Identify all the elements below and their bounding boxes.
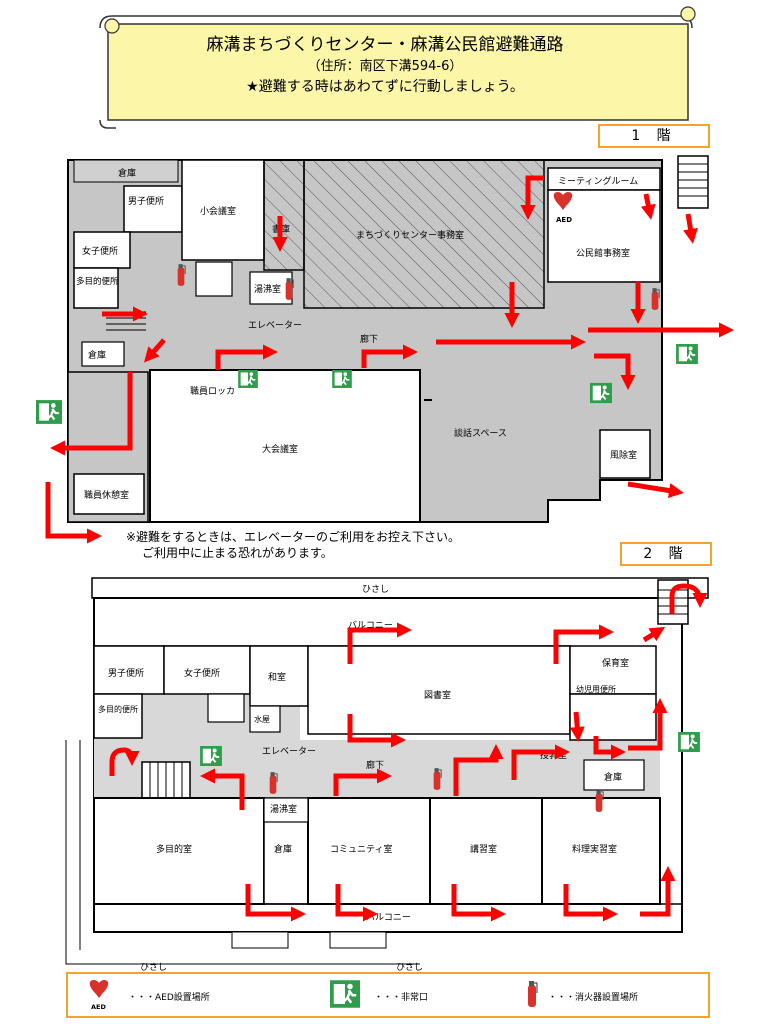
f2-evac-arrows: [109, 583, 708, 922]
f2-eaves-top: ひさし: [362, 584, 389, 595]
f1-corridor: 廊下: [360, 333, 378, 345]
f1-storage-left: 倉庫: [88, 349, 106, 361]
f2-elevator: エレベーター: [262, 746, 316, 757]
f1-small-meeting: 小会議室: [200, 205, 236, 217]
legend-extinguisher-label: ・・・消火器設置場所: [548, 993, 639, 1003]
elevator-warning-line1: ※避難をするときは、エレベーターのご利用をお控え下さい。: [126, 530, 461, 544]
f2-mens-toilet: 男子便所: [108, 667, 144, 679]
f2-cooking-room: 料理実習室: [572, 843, 617, 855]
f2-community-room: コミュニティ室: [330, 843, 392, 855]
f1-exit-sign-icon: [238, 370, 258, 388]
title-banner: [99, 6, 696, 129]
aed-icon: AED: [553, 192, 573, 224]
f1-womens-toilet: 女子便所: [82, 245, 118, 257]
legend-aed-label: ・・・AED設置場所: [128, 993, 210, 1003]
legend: [66, 972, 710, 1018]
f1-staff-rest: 職員休憩室: [84, 489, 129, 501]
f1-multipurpose-toilet: 多目的便所: [76, 276, 119, 287]
aed-label: AED: [556, 216, 572, 224]
f2-womens-toilet: 女子便所: [184, 667, 220, 679]
f2-eaves-bottom-left: ひさし: [140, 962, 167, 973]
f1-storage-top: 倉庫: [118, 167, 136, 179]
f1-center-office: まちづくりセンター事務室: [356, 229, 464, 241]
f1-exit-sign-icon: [36, 400, 62, 424]
f2-exit-sign-icon: [200, 746, 222, 766]
f2-balcony-top: バルコニー: [348, 620, 393, 631]
f2-lecture-room: 講習室: [470, 843, 497, 855]
f2-library: 図書室: [424, 689, 451, 701]
floor2-plan: [65, 577, 709, 965]
f1-windbreak: 風除室: [610, 449, 637, 461]
banner-slogan: ★避難する時はあわてずに行動しましょう。: [246, 79, 524, 95]
f1-lounge: 談話スペース: [454, 427, 507, 439]
legend-aed-icon: AED: [89, 980, 109, 1011]
f1-kettle-room: 湯沸室: [254, 283, 281, 295]
f2-exit-sign-icon: [678, 732, 700, 752]
f1-great-hall: 大会議室: [262, 443, 298, 455]
f2-child-toilet: 幼児用便所: [576, 684, 616, 694]
f1-mens-toilet: 男子便所: [128, 195, 164, 207]
floor2-label: 2 階: [620, 542, 712, 566]
floor1-labels: 倉庫 男子便所 女子便所 多目的便所 倉庫 小会議室 書庫 湯沸室 エレベーター…: [76, 167, 638, 501]
f2-balcony-bottom: バルコニー: [366, 912, 411, 923]
f1-kominkan-office: 公民館事務室: [576, 247, 630, 259]
f1-exit-sign-icon: [332, 370, 352, 388]
f2-multipurpose-toilet: 多目的便所: [98, 704, 138, 714]
banner-title: 麻溝まちづくりセンター・麻溝公民館避難通路: [206, 35, 564, 55]
f2-corridor: 廊下: [366, 759, 384, 771]
f1-elevator: エレベーター: [248, 320, 302, 331]
f2-japanese-room: 和室: [268, 671, 286, 683]
legend-exit-label: ・・・非常口: [374, 993, 429, 1003]
f2-storage-right: 倉庫: [604, 771, 622, 783]
f1-meeting-room: ミーティングルーム: [558, 175, 638, 187]
f2-kettle-room: 湯沸室: [270, 803, 297, 815]
floor1-plan: [67, 155, 709, 523]
f2-eaves-bottom-right: ひさし: [396, 962, 423, 973]
floor1-label: 1 階: [598, 124, 710, 148]
f1-evac-arrows: [45, 175, 734, 544]
f1-staff-locker: 職員ロッカ: [190, 386, 235, 397]
elevator-warning-line2: ご利用中に止まる恐れがあります。: [142, 546, 333, 560]
banner-address: （住所：南区下溝594-6）: [307, 59, 463, 74]
f1-exit-sign-icon: [676, 344, 698, 364]
f2-multipurpose-room: 多目的室: [156, 843, 192, 855]
f2-nursery: 保育室: [602, 657, 629, 669]
f1-exit-sign-icon: [590, 382, 612, 404]
svg-text:AED: AED: [91, 1003, 106, 1011]
f2-water-room: 水屋: [254, 714, 270, 724]
f2-storage-mid: 倉庫: [274, 843, 292, 855]
